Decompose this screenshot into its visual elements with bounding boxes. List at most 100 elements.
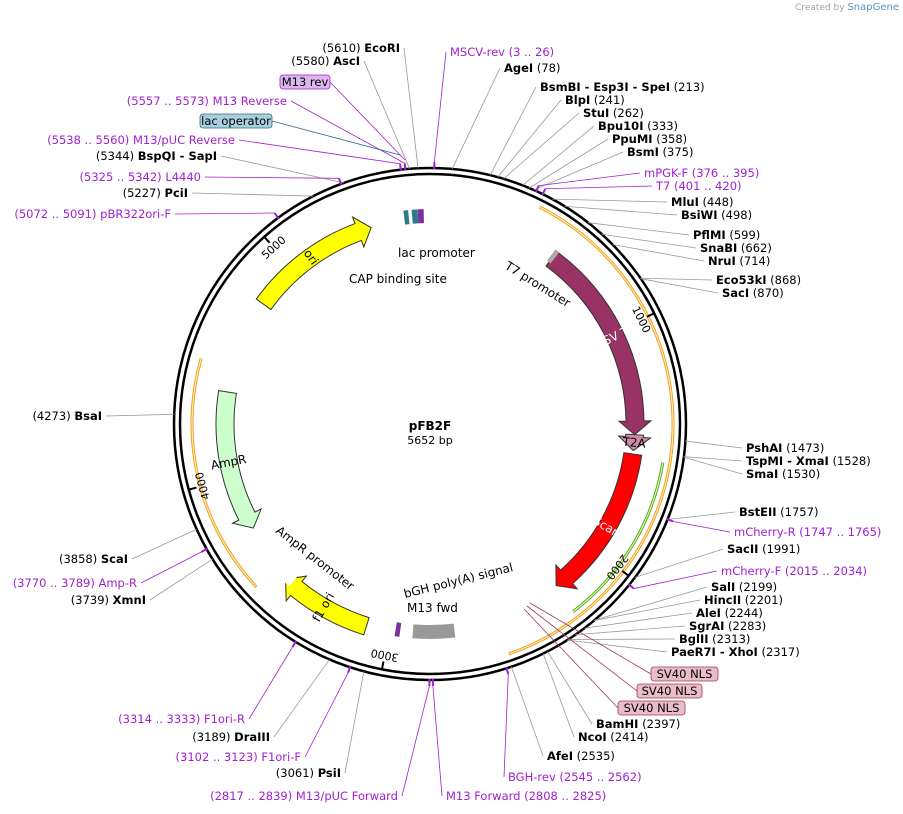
site-pos: (3189) xyxy=(192,730,234,744)
feature-ampr xyxy=(215,390,263,529)
site-label-agei: AgeI (78) xyxy=(504,61,560,75)
site-label-snabi: SnaBI (662) xyxy=(700,241,772,255)
primer-label-m13-puc-reverse: (5538 .. 5560) M13/pUC Reverse xyxy=(47,133,235,147)
primer-range: (2808 .. 2825) xyxy=(520,789,606,803)
primer-name: mCherry-R xyxy=(734,525,796,539)
site-label-bsmi: BsmI (375) xyxy=(627,145,693,159)
leader-saci xyxy=(640,278,719,294)
lac-promoter-mark xyxy=(411,209,419,224)
feature-t2a xyxy=(617,433,652,452)
primer-label-f1ori-r: (3314 .. 3333) F1ori-R xyxy=(118,712,245,726)
site-pos: (1991) xyxy=(758,542,800,556)
primer-mark-pbr322ori-f xyxy=(273,212,280,220)
plasmid-name: pFB2F xyxy=(409,419,451,433)
site-label-ppumi: PpuMI (358) xyxy=(612,132,687,146)
primer-range: (3 .. 26) xyxy=(505,45,554,59)
site-label-pflmi: PflMI (599) xyxy=(693,228,760,242)
site-pos: (2283) xyxy=(724,619,766,633)
site-label-bsmbi-esp3i-spei: BsmBI - Esp3I - SpeI (213) xyxy=(540,80,705,94)
site-pos: (870) xyxy=(749,286,784,300)
site-pos: (3061) xyxy=(276,766,318,780)
leader-bspqi-sapi xyxy=(220,155,345,184)
primer-label-mcherry-r: mCherry-R (1747 .. 1765) xyxy=(734,525,881,539)
leader-ncoi xyxy=(542,653,575,738)
primer-leader-t7 xyxy=(545,185,653,190)
site-name: SnaBI xyxy=(700,241,737,255)
site-pos: (1528) xyxy=(829,454,871,468)
box-lac-operator-1 xyxy=(199,113,273,129)
site-pos: (1473) xyxy=(782,441,824,455)
site-name: BstEII xyxy=(739,505,777,519)
site-pos: (262) xyxy=(609,106,644,120)
site-label-bspqi-sapi: (5344) BspQI - SapI xyxy=(96,149,217,163)
leader-eco53ki xyxy=(640,277,713,281)
site-label-sacii: SacII (1991) xyxy=(727,542,800,556)
site-pos: (3858) xyxy=(59,552,101,566)
tick-mark-2000 xyxy=(621,570,630,577)
site-name: BsmBI - Esp3I - SpeI xyxy=(540,80,670,94)
primer-label-m13-reverse: (5557 .. 5573) M13 Reverse xyxy=(127,94,287,108)
site-label-mlui: MluI (448) xyxy=(671,195,733,209)
site-name: EcoRI xyxy=(364,41,400,55)
leader-bamhi xyxy=(547,651,593,725)
primer-name: M13 Forward xyxy=(446,789,520,803)
t7-promoter-mark xyxy=(547,249,560,264)
site-name: NcoI xyxy=(578,730,607,744)
site-name: MluI xyxy=(671,195,699,209)
site-label-ecori: (5610) EcoRI xyxy=(322,41,400,55)
primer-range: (376 .. 395) xyxy=(688,166,759,180)
site-label-saci: SacI (870) xyxy=(722,286,784,300)
cap-binding-site-label: CAP binding site xyxy=(349,272,447,286)
box-label-sv40-nls: SV40 NLS xyxy=(624,701,680,715)
feature-label-t2a: T2A xyxy=(621,435,647,451)
primer-range: (5072 .. 5091) xyxy=(14,207,100,221)
primer-mark-t7 xyxy=(541,188,547,196)
site-pos: (2199) xyxy=(735,580,777,594)
box-leader-4 xyxy=(523,608,619,709)
site-label-blpi: BlpI (241) xyxy=(565,93,625,107)
leader-paer7i-xhoi xyxy=(567,639,668,653)
leader-sgrai xyxy=(575,625,686,636)
site-name: XmnI xyxy=(113,593,146,607)
primer-leader-mscv-rev xyxy=(433,51,447,163)
primer-label-amp-r: (3770 .. 3789) Amp-R xyxy=(13,576,137,590)
site-label-eco53ki: Eco53kI (868) xyxy=(716,273,801,287)
box-sv40-nls-2 xyxy=(650,666,719,682)
leader-psii xyxy=(344,671,365,774)
site-name: Eco53kI xyxy=(716,273,767,287)
box-sv40-nls-4 xyxy=(617,700,686,716)
site-name: PciI xyxy=(165,186,188,200)
site-name: BspQI - SapI xyxy=(138,149,217,163)
site-label-bsteii: BstEII (1757) xyxy=(739,505,818,519)
site-pos: (241) xyxy=(590,93,625,107)
primer-mark-mcherry-f xyxy=(627,583,635,590)
site-pos: (2313) xyxy=(709,632,751,646)
site-label-nrui: NruI (714) xyxy=(708,254,770,268)
site-label-bsiwi: BsiWI (498) xyxy=(681,208,752,222)
primer-label-mpgk-f: mPGK-F (376 .. 395) xyxy=(644,166,759,180)
small-features xyxy=(273,209,560,639)
site-label-draiii: (3189) DraIII xyxy=(192,730,270,744)
site-label-xmni: (3739) XmnI xyxy=(71,593,146,607)
site-label-bamhi: BamHI (2397) xyxy=(596,717,680,731)
box-label-m13-rev: M13 rev xyxy=(282,75,329,89)
leader-draiii xyxy=(273,659,330,738)
snapgene-logo: SnapGene xyxy=(847,2,899,13)
site-pos: (448) xyxy=(699,195,734,209)
site-label-sgrai: SgrAI (2283) xyxy=(689,619,766,633)
site-name: ScaI xyxy=(101,552,128,566)
site-name: SacI xyxy=(722,286,749,300)
primer-range: (1747 .. 1765) xyxy=(796,525,882,539)
site-label-stui: StuI (262) xyxy=(583,106,644,120)
tick-mark-3000 xyxy=(380,661,385,670)
site-pos: (2244) xyxy=(721,606,763,620)
site-name: AleI xyxy=(696,606,721,620)
primer-leader-mcherry-f xyxy=(633,570,718,589)
leader-sali xyxy=(594,586,708,621)
tick-label-4000: 4000 xyxy=(193,471,213,501)
ampr-promoter-mark xyxy=(273,561,299,587)
primer-leader-m13-puc-reverse xyxy=(238,139,401,165)
site-label-pshai: PshAI (1473) xyxy=(746,441,824,455)
site-label-afei: AfeI (2535) xyxy=(547,749,615,763)
box-leader-2 xyxy=(529,602,652,675)
